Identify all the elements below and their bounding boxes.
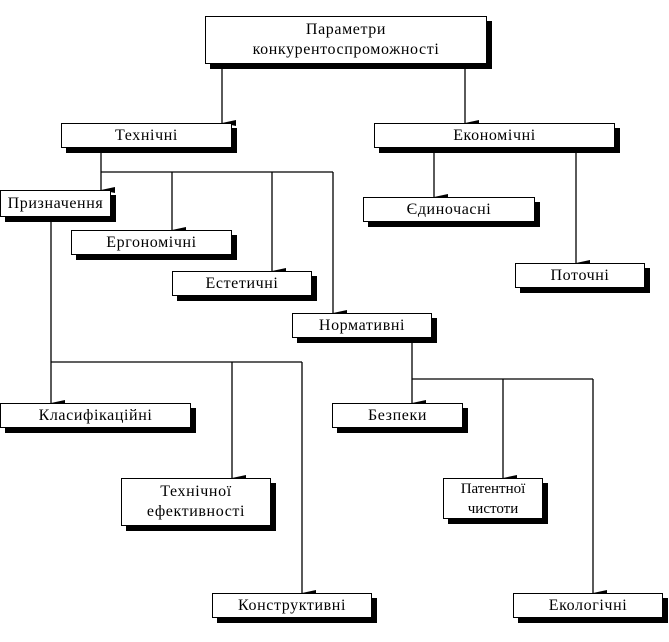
node-ergonomic: Ергономічні [71,230,232,255]
node-label: Безпеки [367,406,427,424]
node-normative: Нормативні [292,313,432,338]
node-one-time: Єдиночасні [363,197,535,222]
node-label: Ергономічні [106,233,197,251]
node-root: Параметри конкурентоспроможності [205,16,487,64]
node-economic: Економічні [374,123,615,148]
node-purpose: Призначення [0,190,111,217]
node-ecological: Екологічні [513,593,663,618]
node-label: Економічні [453,126,536,144]
node-technical: Технічні [61,123,232,148]
node-tech-efficiency: Технічної ефективності [121,478,271,526]
node-label: Єдиночасні [406,200,492,218]
node-aesthetic: Естетичні [172,271,312,296]
node-label: Екологічні [548,596,628,614]
node-label: Естетичні [205,274,279,292]
node-constructive: Конструктивні [212,593,372,618]
node-label: Поточні [550,266,610,284]
node-current: Поточні [515,263,645,288]
node-label: Призначення [7,194,104,212]
node-label: Нормативні [318,316,406,334]
node-label: Конструктивні [238,596,346,614]
node-label: Патентної чистоти [460,480,526,517]
node-safety: Безпеки [332,403,463,428]
node-label: Технічної ефективності [146,483,246,520]
node-patent-purity: Патентної чистоти [443,478,543,519]
node-classification: Класифікаційні [0,403,191,428]
node-label: Класифікаційні [38,406,153,424]
node-label: Технічні [115,126,178,144]
node-label: Параметри конкурентоспроможності [252,21,440,58]
